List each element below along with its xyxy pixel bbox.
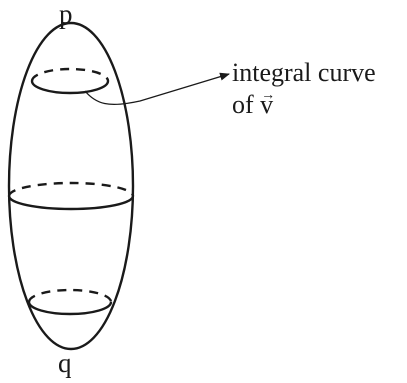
spheroid-outline — [7, 21, 135, 351]
bottom-curve-front — [27, 301, 113, 316]
top-curve-back — [30, 67, 110, 82]
vector-v-letter: v — [260, 90, 274, 119]
annotation-line-2: of →v — [232, 88, 276, 119]
top-curve-front — [30, 80, 110, 95]
point-q-label: q — [58, 348, 72, 378]
annotation-line-1: integral curve — [232, 58, 376, 87]
bottom-curve-back — [27, 288, 113, 303]
annotation-arrow — [84, 72, 230, 105]
middle-curve-back — [7, 181, 135, 197]
middle-curve-front — [7, 195, 135, 211]
vector-v-symbol: →v — [260, 88, 276, 119]
vector-arrow-icon: → — [261, 88, 276, 103]
point-p-label: p — [59, 0, 73, 29]
annotation-of-text: of — [232, 90, 261, 119]
